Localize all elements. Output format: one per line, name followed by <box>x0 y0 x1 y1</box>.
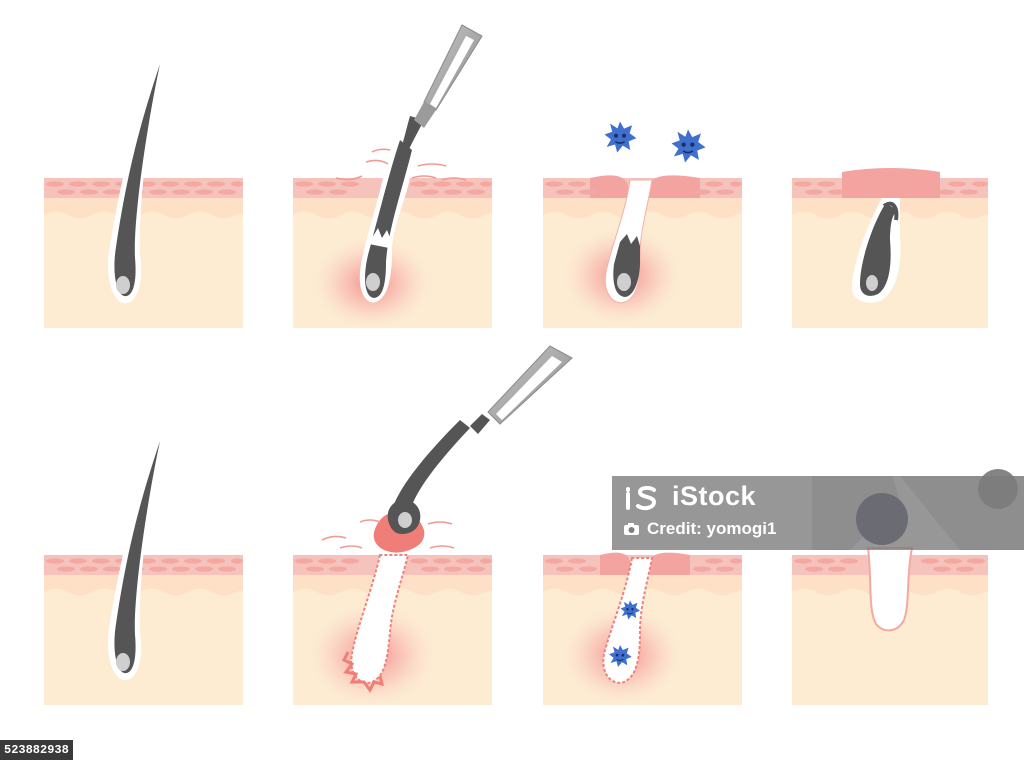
bacteria-icon <box>603 120 707 164</box>
panel-8-empty-follicle <box>792 547 988 705</box>
panel-3-bacteria <box>543 120 742 328</box>
watermark-image-id: 523882938 <box>0 740 73 760</box>
panel-5-normal-hair <box>44 435 243 705</box>
watermark-brand: iStock <box>672 481 757 511</box>
panel-6-root-removed <box>293 345 573 705</box>
istock-logo-icon <box>626 486 657 511</box>
panel-7-infected-follicle <box>543 552 742 705</box>
watermark-credit: Credit: yomogi1 <box>624 519 776 539</box>
camera-icon <box>624 523 639 535</box>
panel-2-plucking <box>293 24 492 328</box>
panel-1-normal-hair <box>44 58 243 328</box>
watermark-band <box>612 476 1024 550</box>
watermark-credit-text: Credit: yomogi1 <box>647 519 777 538</box>
panel-4-ingrown-hair <box>792 168 988 328</box>
